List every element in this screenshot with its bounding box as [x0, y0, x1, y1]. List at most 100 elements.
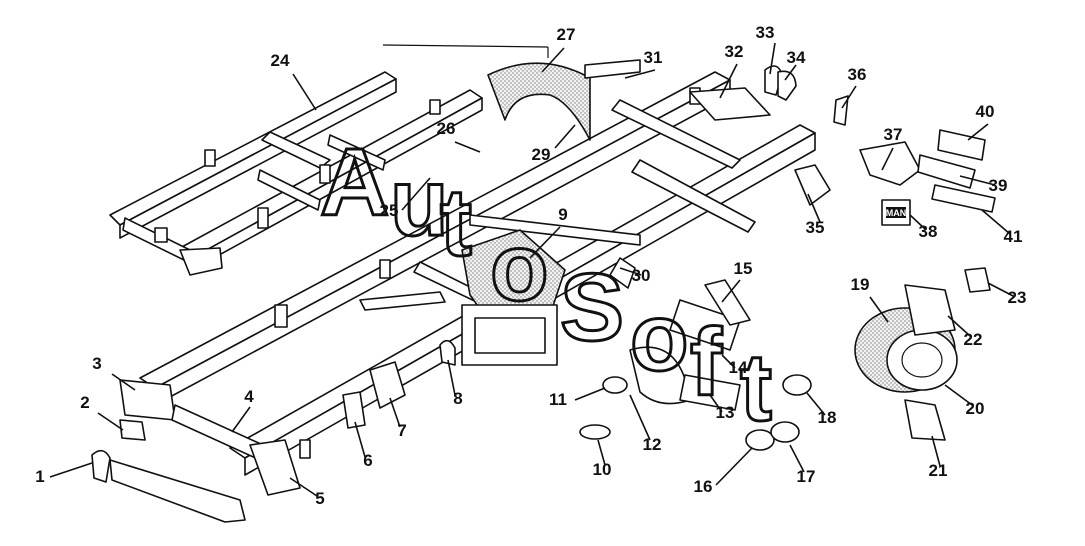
leader-line-17 — [789, 444, 805, 473]
hose-13 — [679, 374, 741, 411]
callout-2: 2 — [80, 393, 89, 412]
callout-16: 16 — [694, 477, 713, 496]
callout-15: 15 — [734, 259, 753, 278]
leader-line-20 — [944, 384, 973, 406]
bracket-21 — [904, 399, 946, 441]
leader-line-39 — [959, 175, 996, 186]
leader-line-9 — [529, 226, 561, 259]
leader-line-22 — [947, 315, 971, 337]
leader-line-3 — [111, 373, 136, 391]
leader-line-32 — [719, 63, 738, 99]
callout-14: 14 — [729, 358, 748, 377]
callout-39: 39 — [989, 176, 1008, 195]
clamp-2 — [119, 419, 146, 441]
callout-9: 9 — [558, 205, 567, 224]
leader-line-21 — [931, 435, 941, 467]
callout-41: 41 — [1004, 227, 1023, 246]
leader-line-27 — [541, 47, 565, 73]
leader-line-26 — [454, 141, 481, 153]
callout-30: 30 — [632, 266, 651, 285]
leader-line-33 — [769, 42, 776, 75]
svg-text:o: o — [490, 214, 549, 321]
callout-17: 17 — [797, 467, 816, 486]
callout-3: 3 — [92, 354, 101, 373]
leader-line-18 — [806, 392, 826, 416]
leader-line-5 — [289, 477, 318, 497]
callout-34: 34 — [787, 48, 806, 67]
callout-32: 32 — [725, 42, 744, 61]
bracket-5 — [249, 439, 301, 496]
callout-12: 12 — [643, 435, 662, 454]
tank-14 — [669, 299, 741, 351]
leader-line-11 — [574, 387, 606, 401]
plate-40 — [937, 129, 986, 161]
callout-27: 27 — [557, 25, 576, 44]
callouts: 1234567891011121314151617181920212223242… — [35, 23, 1026, 508]
callout-8: 8 — [453, 389, 462, 408]
callout-22: 22 — [964, 330, 983, 349]
clamp-10 — [579, 424, 611, 440]
callout-6: 6 — [363, 451, 372, 470]
callout-31: 31 — [644, 48, 663, 67]
leader-line-7 — [389, 397, 401, 428]
callout-35: 35 — [806, 218, 825, 237]
leader-line-37 — [881, 147, 894, 171]
leader-line-12 — [629, 394, 651, 441]
man-logo-badge — [886, 207, 906, 218]
leader-line-2 — [97, 412, 124, 431]
shackle-1 — [91, 449, 111, 483]
callout-26: 26 — [437, 119, 456, 138]
callout-33: 33 — [756, 23, 775, 42]
svg-text:S: S — [560, 254, 624, 361]
leader-line-4 — [231, 406, 251, 433]
leader-line-10 — [597, 439, 606, 466]
leader-line-30 — [619, 267, 642, 276]
callout-37: 37 — [884, 125, 903, 144]
leader-line-29 — [554, 124, 576, 149]
leader-line-14 — [721, 354, 736, 369]
callout-18: 18 — [818, 408, 837, 427]
bracket-22 — [904, 284, 956, 336]
leader-line-15 — [721, 279, 741, 303]
bracket-15 — [704, 279, 751, 326]
callout-1: 1 — [35, 467, 44, 486]
leader-line-8 — [447, 359, 456, 396]
callout-11: 11 — [549, 390, 567, 409]
svg-text:t: t — [740, 334, 772, 441]
clip-8 — [439, 339, 456, 366]
plate-39 — [917, 154, 976, 189]
callout-40: 40 — [976, 102, 995, 121]
callout-5: 5 — [315, 489, 324, 508]
callout-7: 7 — [397, 421, 406, 440]
leader-line-40 — [967, 123, 989, 141]
leader-line-13 — [709, 394, 723, 413]
leader-line-36 — [841, 85, 857, 109]
svg-text:u: u — [390, 149, 449, 256]
leader-line-25 — [401, 177, 431, 211]
clamp-16 — [745, 429, 775, 451]
callout-36: 36 — [848, 65, 867, 84]
clip-36 — [833, 95, 849, 126]
bolt-23 — [964, 267, 991, 293]
callout-21: 21 — [929, 461, 948, 480]
leader-line-41 — [981, 209, 1011, 235]
leader-line-38 — [909, 214, 926, 230]
bracket-37 — [859, 141, 921, 186]
bracket-6 — [342, 391, 366, 429]
bracket-7 — [369, 361, 406, 409]
callout-25: 25 — [380, 201, 399, 220]
svg-text:A: A — [320, 129, 389, 236]
callout-20: 20 — [966, 399, 985, 418]
leader-line-16 — [715, 447, 753, 486]
leader-line-31 — [624, 69, 656, 79]
leader-line-23 — [987, 282, 1016, 298]
callout-4: 4 — [244, 387, 254, 406]
towing-bar — [109, 459, 246, 523]
cap-11 — [602, 376, 628, 394]
bracket-35 — [794, 164, 831, 206]
svg-text:t: t — [440, 169, 472, 276]
leader-line-35 — [807, 193, 821, 223]
svg-text:f: f — [690, 309, 723, 416]
crossmember-32 — [689, 87, 771, 121]
